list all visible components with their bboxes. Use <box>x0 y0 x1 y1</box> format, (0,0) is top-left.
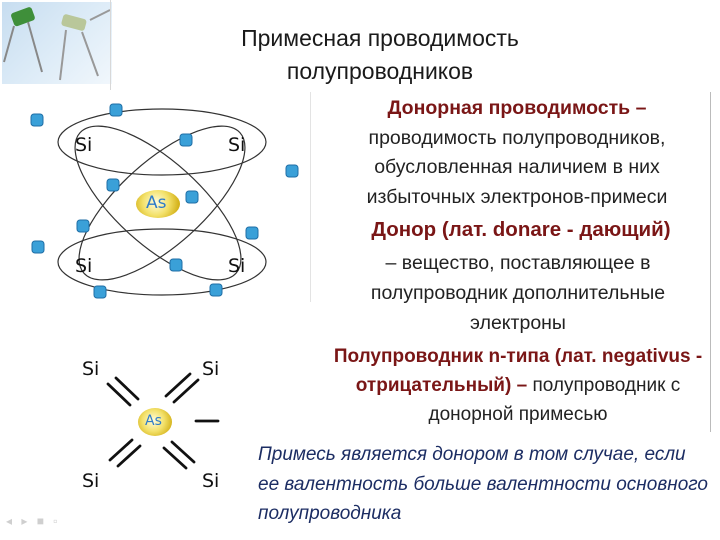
n-type-term: Полупроводник n-типа (лат. negativus - о… <box>333 346 703 396</box>
silicon-label: Si <box>75 134 93 156</box>
electron-dot <box>76 219 90 233</box>
diagram-divider <box>310 92 311 302</box>
diode-icon <box>3 7 111 81</box>
slide-nav-controls[interactable]: ◂ ▸ ■ ▫ <box>6 514 61 528</box>
n-type-definition: Полупроводник n-типа (лат. negativus - о… <box>328 342 708 429</box>
electron-dot <box>109 103 123 117</box>
silicon-label: Si <box>202 358 220 380</box>
donor-definition-text: – вещество, поставляющее в полупроводник… <box>370 252 666 334</box>
n-type-text: полупроводник с донорной примесью <box>428 375 681 425</box>
silicon-label: Si <box>82 470 100 492</box>
header-divider <box>110 0 111 90</box>
bond-lines <box>106 372 220 470</box>
electron-dot <box>185 190 199 204</box>
silicon-label: Si <box>75 255 93 277</box>
arsenic-atom: As <box>138 408 172 436</box>
donor-conductivity-definition: Донорная проводимость – проводимость пол… <box>328 94 706 212</box>
silicon-label: Si <box>228 255 246 277</box>
donor-conductivity-term: Донорная проводимость – <box>387 97 647 119</box>
donor-conductivity-text: проводимость полупроводников, обусловлен… <box>366 126 668 208</box>
silicon-label: Si <box>82 358 100 380</box>
electron-dot <box>209 283 223 297</box>
lattice-orbit-diagram <box>30 103 299 470</box>
title-line-2: полупроводников <box>286 58 474 84</box>
title-line-1: Примесная проводимость <box>241 25 519 51</box>
electron-dot <box>169 258 183 272</box>
electron-dot <box>30 113 44 127</box>
arsenic-atom: As <box>136 190 180 218</box>
electron-dot <box>285 164 299 178</box>
text-frame-edge <box>710 92 711 432</box>
electron-dot <box>245 226 259 240</box>
logo-image <box>2 2 112 84</box>
slide-title: Примесная проводимость полупроводников <box>150 22 610 88</box>
silicon-label: Si <box>202 470 220 492</box>
silicon-label: Si <box>228 134 246 156</box>
electron-group <box>30 103 299 299</box>
electron-dot <box>93 285 107 299</box>
arsenic-label: As <box>146 193 167 213</box>
electron-dot <box>106 178 120 192</box>
electron-dot <box>179 133 193 147</box>
electron-dot <box>31 240 45 254</box>
donor-condition-note: Примесь является донором в том случае, е… <box>258 444 708 524</box>
arsenic-label: As <box>145 413 162 429</box>
donor-term: Донор (лат. donare - дающий) <box>371 218 671 241</box>
